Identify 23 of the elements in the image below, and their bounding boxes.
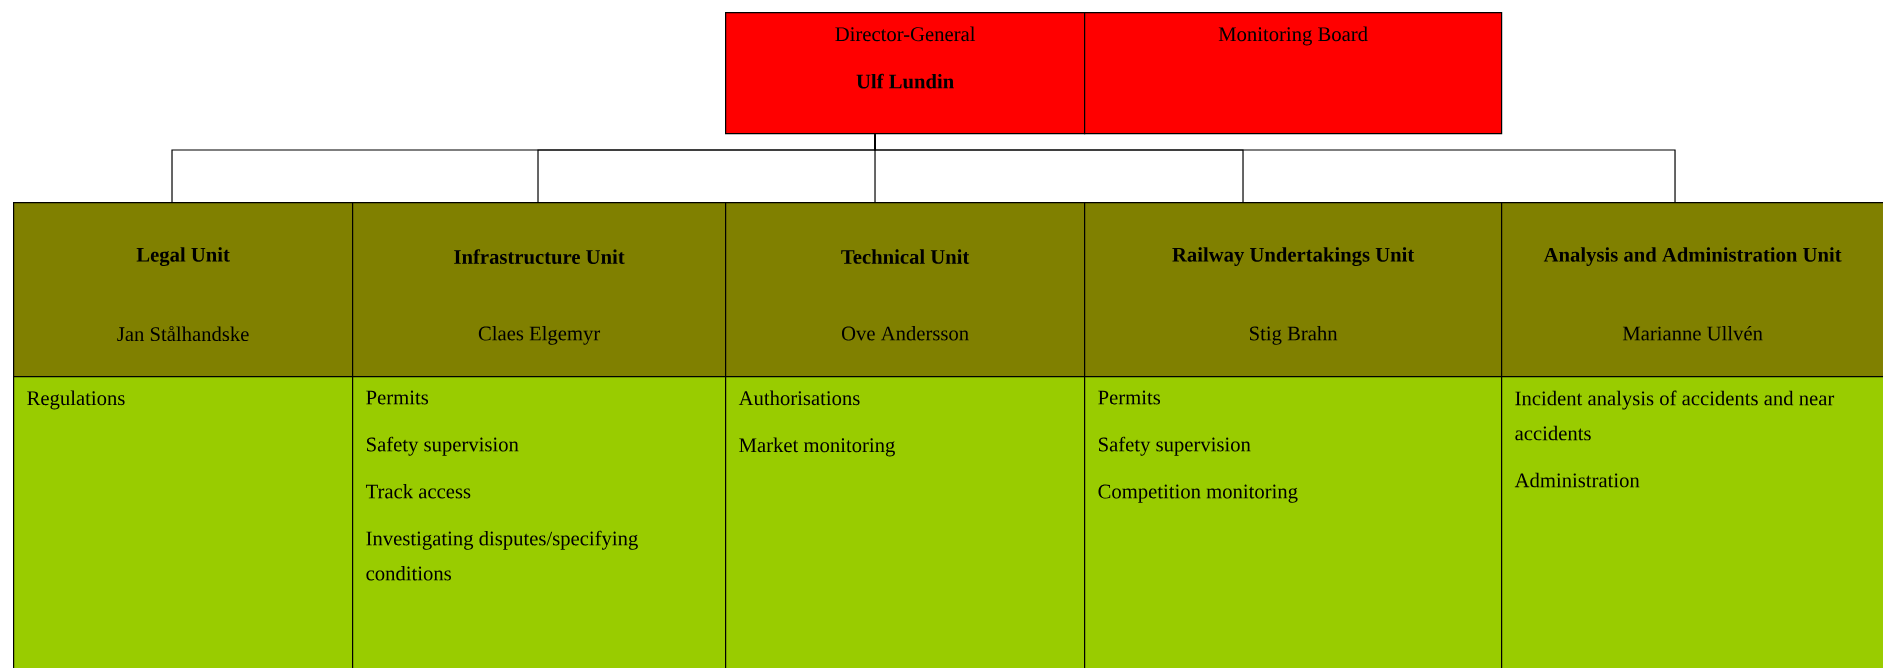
node-label: Safety supervision (1099, 436, 1251, 456)
node-label: Permits (1098, 390, 1161, 405)
director-box: Director-General Ulf Lundin (725, 12, 1086, 135)
unit-header-box: Railway Undertakings Unit Stig Brahn (1084, 202, 1503, 378)
unit-header-box: Technical Unit Ove Andersson (725, 202, 1086, 378)
node-label: Permits (366, 390, 429, 405)
unit-duties-box: Incident analysis of accidents and near accidents Administration (1501, 376, 1883, 668)
unit-header-box: Analysis and Administration Unit Marianne Ullvén (1501, 202, 1883, 378)
node-label: Competition monitoring (1098, 484, 1298, 503)
unit-duties-box: Authorisations Market monitoring (725, 376, 1086, 668)
unit-duties-box: Regulations (13, 376, 354, 668)
unit-duties-box: Permits Safety supervision Track access Investigating disputes/specifying conditions (352, 376, 727, 668)
board-box: Monitoring Board (1084, 12, 1503, 135)
node-label: Authorisations (738, 390, 860, 406)
node-label: Regulations (27, 390, 125, 410)
node-label: Market monitoring (739, 437, 895, 457)
unit-duties-box: Permits Safety supervision Competition monitoring (1084, 376, 1503, 668)
connector-line (874, 133, 1676, 203)
node-label: Investigating disputes/specifying conditions (366, 530, 638, 581)
node-label: Track access (365, 483, 471, 499)
node-label: Safety supervision (366, 436, 519, 456)
unit-header-box: Legal Unit Jan Stålhandske (13, 202, 354, 378)
unit-header-box: Infrastructure Unit Claes Elgemyr (352, 202, 727, 378)
